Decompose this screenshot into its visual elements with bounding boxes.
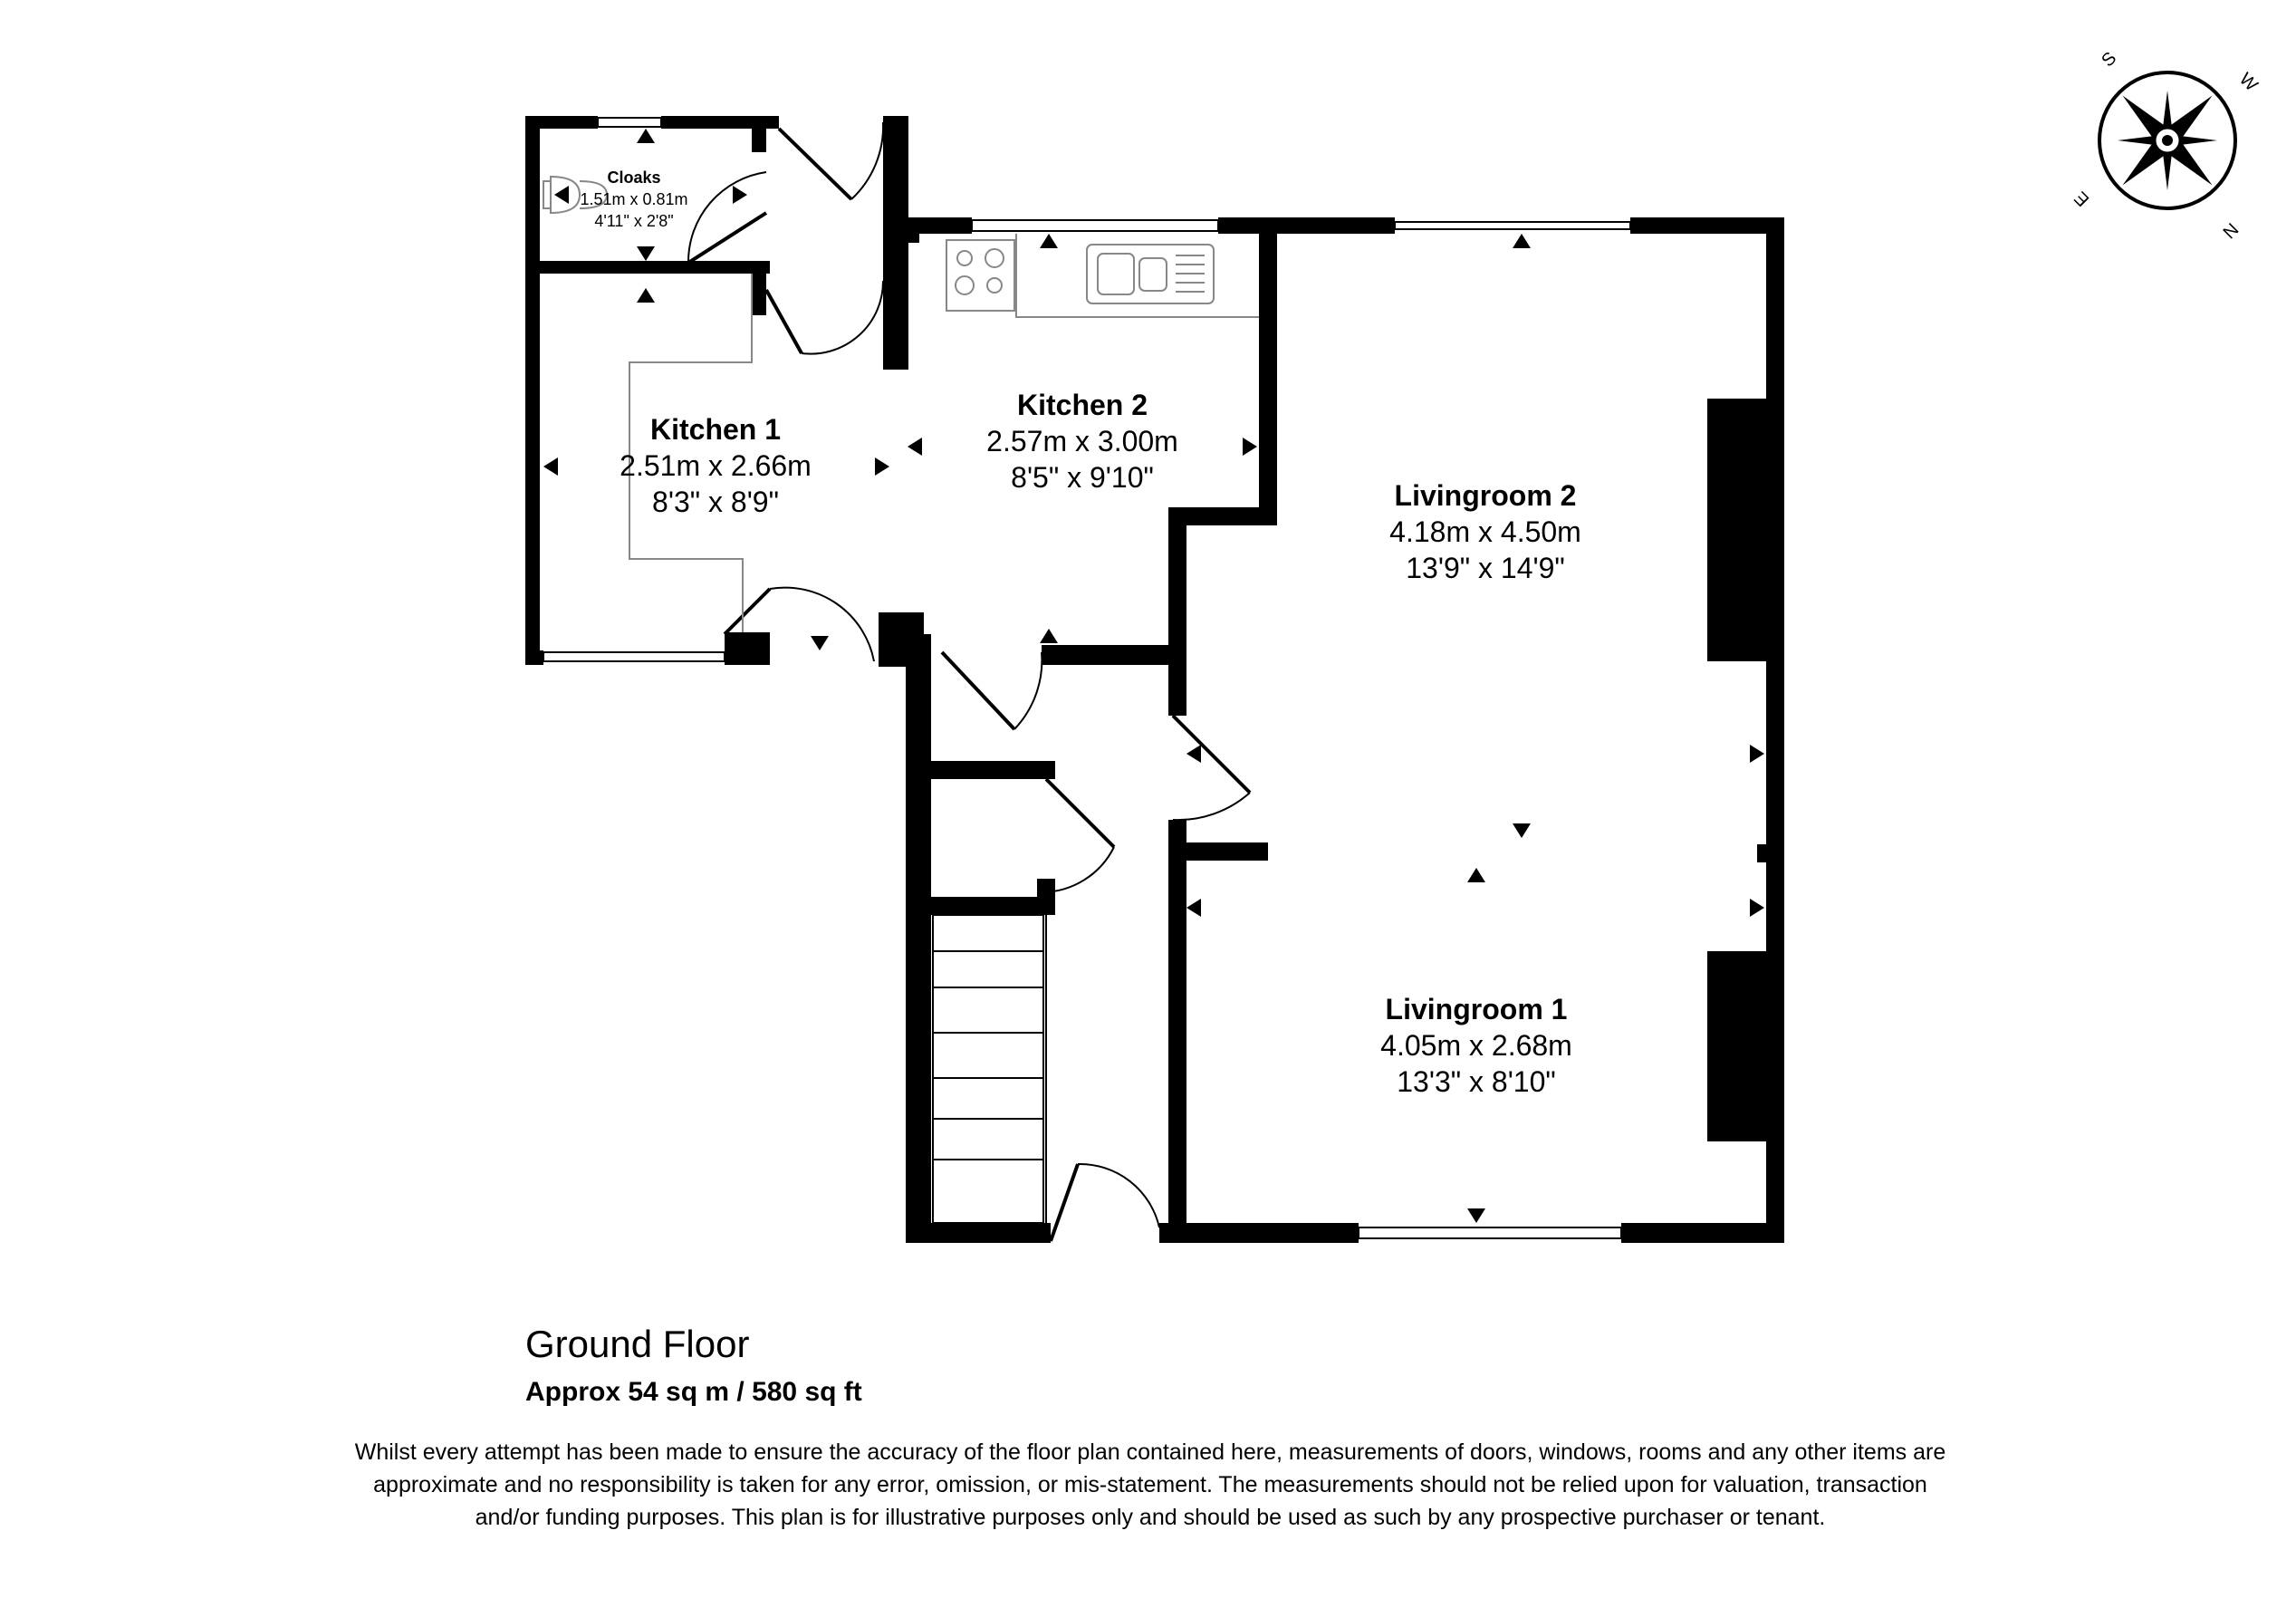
room-imperial: 8'3" x 8'9" — [652, 486, 779, 518]
room-metric: 2.57m x 3.00m — [986, 425, 1178, 457]
room-name: Kitchen 2 — [1017, 389, 1148, 421]
doors — [687, 121, 1252, 1242]
stairs — [932, 914, 1047, 1224]
floor-area: Approx 54 sq m / 580 sq ft — [525, 1377, 862, 1407]
room-metric: 1.51m x 0.81m — [580, 190, 687, 208]
room-cloaks: Cloaks 1.51m x 0.81m 4'11" x 2'8" — [580, 168, 687, 230]
room-name: Livingroom 1 — [1386, 993, 1568, 1025]
floor-title: Ground Floor — [525, 1323, 750, 1365]
room-metric: 2.51m x 2.66m — [620, 449, 812, 482]
room-kitchen-1: Kitchen 1 2.51m x 2.66m 8'3" x 8'9" — [620, 413, 812, 518]
room-metric: 4.18m x 4.50m — [1389, 515, 1581, 548]
hob-icon — [946, 239, 1015, 312]
kitchen1-outline — [629, 274, 753, 632]
room-imperial: 4'11" x 2'8" — [594, 212, 673, 230]
compass-w: W — [2235, 69, 2262, 95]
room-livingroom-1: Livingroom 1 4.05m x 2.68m 13'3" x 8'10" — [1380, 993, 1572, 1098]
compass-s: S — [2098, 48, 2120, 71]
sink-icon — [1086, 244, 1215, 304]
room-imperial: 13'3" x 8'10" — [1397, 1065, 1556, 1098]
compass-rose-icon: S W N E — [2070, 48, 2262, 242]
toilet-icon — [543, 175, 609, 215]
room-metric: 4.05m x 2.68m — [1380, 1029, 1572, 1062]
room-name: Livingroom 2 — [1395, 479, 1577, 512]
room-name: Kitchen 1 — [650, 413, 781, 446]
measurement-arrows — [543, 129, 1764, 1223]
disclaimer-text: Whilst every attempt has been made to en… — [354, 1439, 1946, 1530]
worktop — [1015, 234, 1259, 318]
room-name: Cloaks — [607, 168, 660, 187]
compass-n: N — [2218, 218, 2242, 242]
compass-e: E — [2070, 188, 2093, 210]
room-imperial: 8'5" x 9'10" — [1011, 461, 1154, 494]
walls — [525, 116, 1784, 1243]
room-kitchen-2: Kitchen 2 2.57m x 3.00m 8'5" x 9'10" — [986, 389, 1178, 494]
room-livingroom-2: Livingroom 2 4.18m x 4.50m 13'9" x 14'9" — [1389, 479, 1581, 584]
windows — [543, 117, 1631, 1239]
room-imperial: 13'9" x 14'9" — [1406, 552, 1565, 584]
